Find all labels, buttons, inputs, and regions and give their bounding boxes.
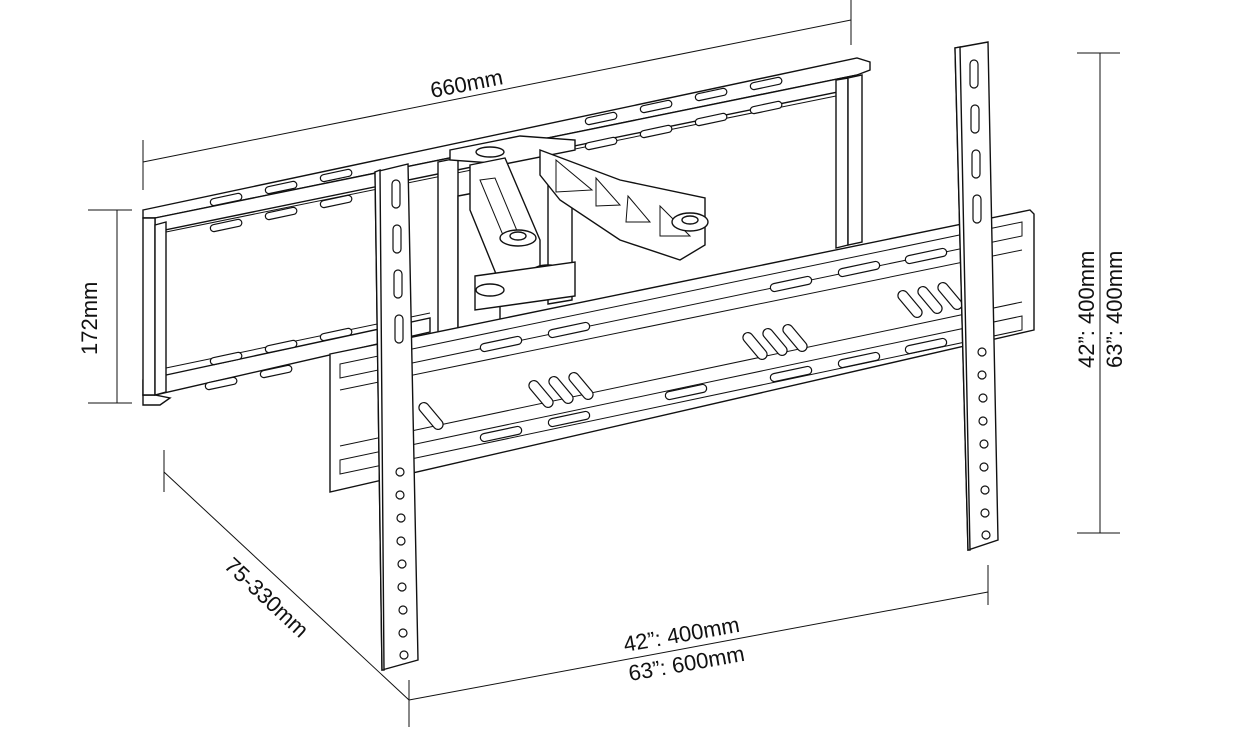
- top-rail-slots: [209, 76, 783, 233]
- right-tv-bracket: [954, 41, 999, 551]
- left-bracket-holes: [395, 467, 409, 660]
- left-tv-bracket: [374, 163, 419, 671]
- vertical-spacing-63-label: 63”: 400mm: [1102, 251, 1127, 368]
- articulating-arm: [437, 135, 709, 335]
- tv-plate: [329, 209, 1035, 493]
- bottom-rail-slots: [204, 327, 353, 391]
- height-label-172mm: 172mm: [77, 282, 102, 355]
- vertical-spacing-42-label: 42”: 400mm: [1074, 251, 1099, 368]
- right-bracket-holes: [977, 347, 991, 540]
- dimension-lines: [88, 0, 1120, 727]
- tv-plate-slots: [479, 247, 948, 443]
- tv-plate-diagonal-slots: [418, 281, 963, 431]
